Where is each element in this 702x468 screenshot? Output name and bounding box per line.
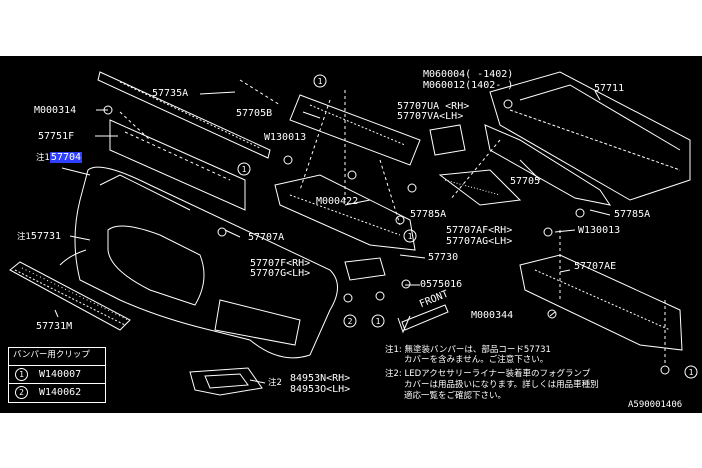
legend-row-1: 1 W140007 [9, 365, 105, 383]
note1-marker-57704: 注157704 [36, 152, 83, 164]
label-57730[interactable]: 57730 [428, 252, 459, 263]
legend-row-2: 2 W140062 [9, 383, 105, 401]
label-57711[interactable]: 57711 [594, 83, 625, 94]
diagram-panel [0, 56, 702, 413]
label-M000344[interactable]: M000344 [471, 310, 514, 321]
label-57707F-RH[interactable]: 57707F<RH> [250, 258, 311, 269]
label-W130013-a[interactable]: W130013 [264, 132, 307, 143]
legend-code-2[interactable]: W140062 [39, 387, 82, 398]
label-57785A-b[interactable]: 57785A [614, 209, 651, 220]
label-M000422[interactable]: M000422 [316, 196, 359, 207]
note1-line1: 注1: 無塗装バンパーは、部品コード57731 [385, 345, 551, 355]
note1-label: 注1 [36, 153, 50, 163]
circle-1-c: 1 [408, 232, 413, 241]
label-57735A[interactable]: 57735A [152, 88, 189, 99]
bracket-57751F [109, 119, 246, 211]
label-57705[interactable]: 57705 [510, 176, 541, 187]
note2-line2: カバーは用品扱いになります。詳しくは用品車種別 [404, 380, 599, 390]
beam-57711 [489, 71, 691, 201]
clip-legend: バンパー用クリップ 1 W140007 2 W140062 [8, 347, 106, 403]
front-arrow [401, 304, 449, 331]
circle-2-a: 2 [348, 317, 353, 326]
note1-label-b: 注1 [17, 232, 31, 242]
label-57707UA-RH[interactable]: 57707UA <RH> [397, 101, 470, 112]
note2-marker-84953: 注2 [268, 377, 282, 389]
label-57785A-a[interactable]: 57785A [410, 209, 447, 220]
label-84953N-RH[interactable]: 84953N<RH> [290, 373, 351, 384]
note2-label: 注2 [268, 378, 282, 388]
label-W130013-b[interactable]: W130013 [578, 225, 621, 236]
label-84953O-LH[interactable]: 84953O<LH> [290, 384, 351, 395]
label-57731[interactable]: 57731 [30, 231, 62, 242]
label-0575016[interactable]: 0575016 [420, 279, 463, 290]
label-M060004[interactable]: M060004( -1402) [423, 69, 514, 80]
label-M000314[interactable]: M000314 [34, 105, 77, 116]
label-57707AE[interactable]: 57707AE [574, 261, 617, 272]
upper-strip-57735A [97, 71, 271, 159]
label-57731M[interactable]: 57731M [36, 321, 73, 332]
support-57705B [289, 94, 421, 166]
label-M060012[interactable]: M060012(1402- ) [423, 80, 514, 91]
label-57751F[interactable]: 57751F [38, 131, 75, 142]
diagram-id: A590001406 [628, 400, 683, 410]
label-57705B[interactable]: 57705B [236, 108, 273, 119]
label-57707VA-LH[interactable]: 57707VA<LH> [397, 111, 464, 122]
absorber-57730 [274, 174, 416, 251]
label-57704[interactable]: 57704 [49, 152, 83, 163]
legend-title: バンパー用クリップ [13, 350, 90, 360]
rail-57705 [484, 124, 612, 206]
note2-line1: 注2: LEDアクセサリーライナー装着車のフォグランプ [385, 369, 591, 379]
label-57707AF-RH[interactable]: 57707AF<RH> [446, 225, 513, 236]
legend-code-1[interactable]: W140007 [39, 369, 82, 380]
circle-1-b: 1 [242, 165, 247, 174]
label-57707G-LH[interactable]: 57707G<LH> [250, 268, 311, 279]
note1-line2: カバーを含みません。ご注意下さい。 [404, 355, 549, 365]
circle-1-e: 1 [689, 368, 694, 377]
label-57707AG-LH[interactable]: 57707AG<LH> [446, 236, 513, 247]
lower-grille-57731M [9, 261, 131, 331]
bumper-cover-57704 [74, 166, 338, 359]
legend-circle-2: 2 [15, 386, 28, 399]
label-57707A[interactable]: 57707A [248, 232, 285, 243]
legend-circle-1: 1 [15, 368, 28, 381]
circle-1-a: 1 [318, 77, 323, 86]
note2-line3: 適応一覧をご確認下さい。 [404, 391, 507, 401]
circle-1-d: 1 [376, 317, 381, 326]
fog-cover-84953 [189, 367, 263, 396]
note1-marker-57731: 注157731 [17, 231, 61, 243]
